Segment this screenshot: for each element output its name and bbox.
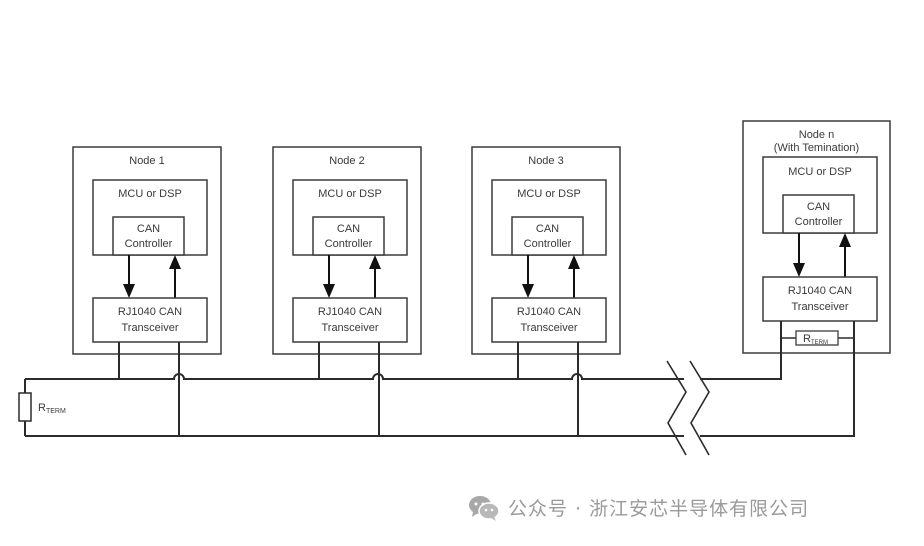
transceiver-label-line2: Transceiver xyxy=(520,322,577,334)
controller-label-line1: CAN xyxy=(807,201,830,213)
transceiver-box xyxy=(92,297,208,343)
bus-break-symbol xyxy=(666,360,710,456)
bus-resistor-label: RTERM xyxy=(38,402,66,415)
arrow-up-icon xyxy=(568,255,580,269)
bus-line-high-right xyxy=(700,332,782,380)
wechat-icon xyxy=(468,495,500,521)
controller-label-line1: CAN xyxy=(137,223,160,235)
transceiver-label-line2: Transceiver xyxy=(121,322,178,334)
transceiver-label-line1: RJ1040 CAN xyxy=(118,306,182,318)
bus-line-high xyxy=(25,373,684,380)
arrow-up-icon xyxy=(369,255,381,269)
controller-label-line1: CAN xyxy=(536,223,559,235)
node-title: Node 1 xyxy=(129,155,164,167)
bus-termination-resistor xyxy=(18,392,32,422)
mcu-label: MCU or DSP xyxy=(517,188,581,200)
transceiver-label-line1: RJ1040 CAN xyxy=(788,285,852,297)
controller-label-line2: Controller xyxy=(795,216,843,228)
node-frame xyxy=(72,146,222,355)
node-n: Node n(With Temination) MCU or DSP CAN Cont… xyxy=(742,120,891,354)
node-subtitle: (With Temination) xyxy=(774,142,859,154)
node-title: Node n xyxy=(799,129,834,141)
can-controller-box xyxy=(511,216,584,256)
transceiver-box xyxy=(491,297,607,343)
arrow-down-icon xyxy=(123,284,135,298)
node-title: Node 2 xyxy=(329,155,364,167)
controller-label-line2: Controller xyxy=(325,238,373,250)
mcu-label: MCU or DSP xyxy=(318,188,382,200)
transceiver-label-line1: RJ1040 CAN xyxy=(517,306,581,318)
node-termination-resistor xyxy=(795,330,839,346)
transceiver-box xyxy=(762,276,878,322)
arrow-down-icon xyxy=(522,284,534,298)
controller-label-line2: Controller xyxy=(524,238,572,250)
mcu-label: MCU or DSP xyxy=(788,166,852,178)
controller-label-line2: Controller xyxy=(125,238,173,250)
can-controller-box xyxy=(112,216,185,256)
arrow-down-icon xyxy=(793,263,805,277)
transceiver-label-line2: Transceiver xyxy=(791,301,848,313)
arrow-up-icon xyxy=(839,233,851,247)
node-frame xyxy=(471,146,621,355)
node-frame xyxy=(272,146,422,355)
node-frame xyxy=(742,120,891,354)
bus-line-low-right xyxy=(700,332,855,437)
node-title: Node 3 xyxy=(528,155,563,167)
transceiver-label-line1: RJ1040 CAN xyxy=(318,306,382,318)
arrow-up-icon xyxy=(169,255,181,269)
node-resistor-label: RTERM xyxy=(803,333,828,346)
transceiver-box xyxy=(292,297,408,343)
arrow-down-icon xyxy=(323,284,335,298)
transceiver-label-line2: Transceiver xyxy=(321,322,378,334)
mcu-label: MCU or DSP xyxy=(118,188,182,200)
watermark-text: 公众号 · 浙江安芯半导体有限公司 xyxy=(508,498,810,520)
can-controller-box xyxy=(312,216,385,256)
can-bus xyxy=(24,332,855,437)
controller-label-line1: CAN xyxy=(337,223,360,235)
watermark: 公众号 · 浙江安芯半导体有限公司 xyxy=(468,494,809,521)
can-controller-box xyxy=(782,194,855,234)
